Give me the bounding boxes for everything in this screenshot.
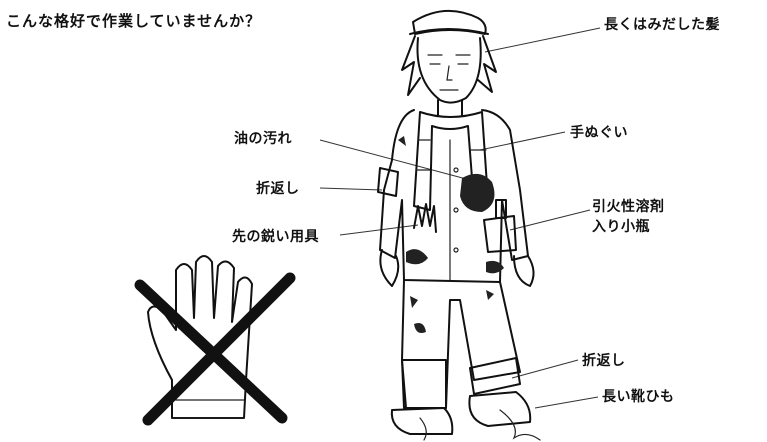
- leader-sharp-tool: [339, 224, 419, 236]
- pant-cuff-left: [401, 359, 447, 409]
- label-oil-stain: 油の汚れ: [234, 131, 292, 147]
- sleeve-cuff: [377, 167, 399, 197]
- pants: [401, 279, 521, 409]
- label-towel: 手ぬぐい: [570, 125, 628, 141]
- leader-long-hair: [484, 27, 601, 53]
- leader-cuff-sleeve: [319, 187, 383, 191]
- towel: [413, 111, 489, 211]
- label-long-hair: 長くはみだした髪: [604, 17, 720, 33]
- leader-towel: [479, 131, 566, 151]
- leader-cuff-pants: [511, 359, 579, 379]
- cap: [409, 9, 489, 35]
- label-flammable-bottle-line1: 引火性溶剤: [592, 199, 665, 215]
- leader-laces: [534, 396, 599, 409]
- hands: [379, 249, 535, 287]
- long-laces: [499, 409, 541, 441]
- leader-lines: [319, 27, 601, 409]
- label-long-laces: 長い靴ひも: [602, 389, 675, 405]
- pant-cuff-right: [469, 357, 521, 395]
- label-flammable-bottle-line2: 入り小瓶: [592, 219, 650, 235]
- label-cuff-pants: 折返し: [582, 353, 626, 369]
- shoes: [390, 391, 541, 441]
- glove-crossed-out-icon: [134, 255, 296, 426]
- label-sharp-tool: 先の鋭い用具: [232, 229, 319, 245]
- leader-oil-stain: [319, 139, 471, 181]
- label-cuff-sleeve: 折返し: [256, 181, 300, 197]
- leader-bottle: [509, 209, 591, 231]
- page-title: こんな格好で作業していませんか？: [6, 12, 262, 30]
- head: [401, 35, 497, 116]
- solvent-bottle: [495, 199, 507, 219]
- jacket: [377, 109, 529, 283]
